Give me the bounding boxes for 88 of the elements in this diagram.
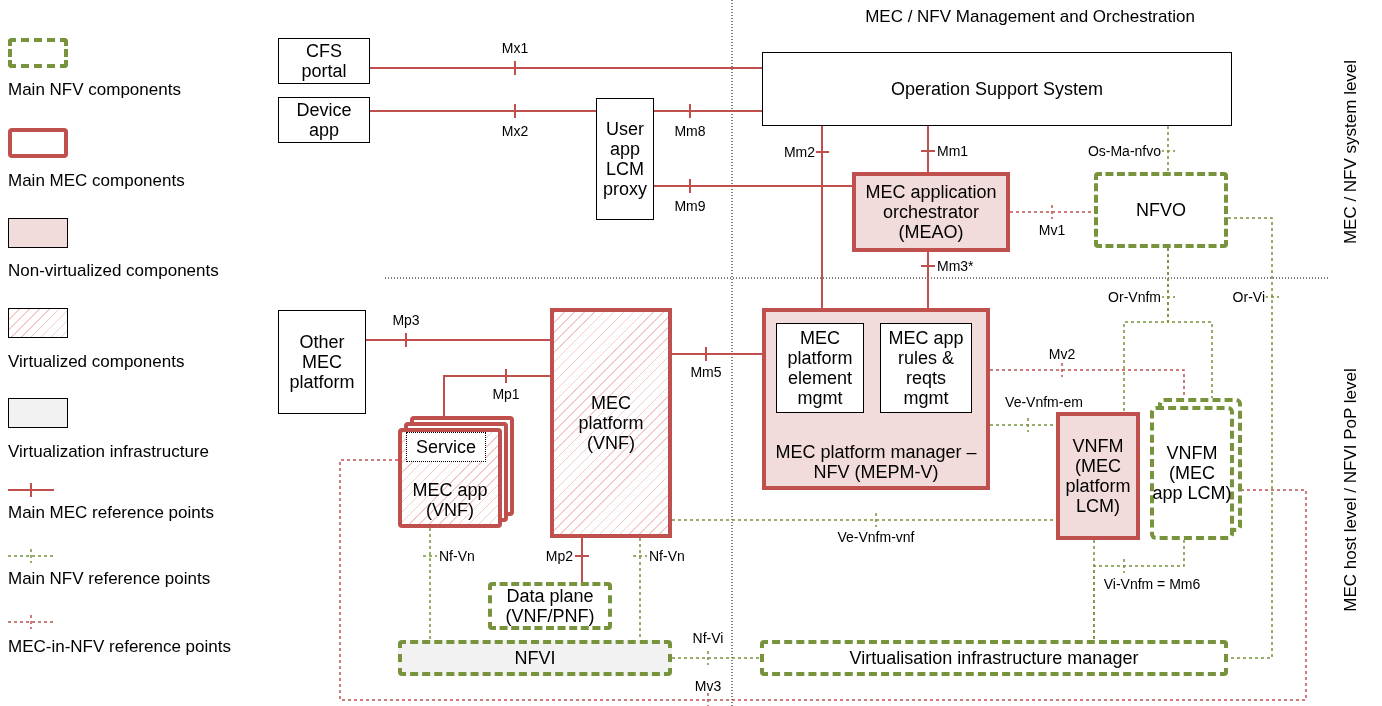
edge-label: Mm8 <box>673 124 707 138</box>
edge-label: Mp3 <box>391 313 421 327</box>
edge-label: Mx2 <box>500 124 530 138</box>
reference-point-line <box>574 537 590 583</box>
reference-point-line <box>671 346 763 362</box>
component-label: Operation Support System <box>890 78 1104 100</box>
component-label: Other MEC platform <box>288 331 356 393</box>
virtualized-component-box <box>550 308 672 538</box>
reference-point-line <box>422 527 438 641</box>
service-box <box>406 432 486 462</box>
section-heading: MEC / NFV Management and Orchestration <box>865 7 1195 25</box>
reference-point-line <box>1167 247 1213 399</box>
reference-point-line <box>920 251 936 309</box>
reference-point-line <box>653 103 763 119</box>
component-box <box>880 323 972 413</box>
edge-label: Nf-Vi <box>691 631 725 645</box>
edge-label: Mv1 <box>1037 223 1067 237</box>
component-label: Service <box>416 436 476 458</box>
component-label: MEC platform (VNF) <box>577 392 645 454</box>
component-label: Data plane (VNF/PNF) <box>504 585 596 627</box>
component-label: MEC application orchestrator (MEAO) <box>864 181 998 243</box>
reference-point-line <box>1093 539 1185 641</box>
edge-label: Mm3* <box>936 259 975 273</box>
nfv-component-box <box>760 640 1228 676</box>
edge-label: Mm5 <box>689 365 723 379</box>
level-label: MEC host level / NFVI PoP level <box>1341 368 1359 612</box>
edge-label: Mp2 <box>544 549 574 563</box>
nfv-component-box <box>1150 398 1242 540</box>
component-label: VNFM (MEC app LCM) <box>1152 442 1232 504</box>
edge-label: Mm9 <box>673 199 707 213</box>
component-label: MEC platform manager – NFV (MEPM-V) <box>774 441 978 482</box>
legend-text: Virtualized components <box>8 352 185 370</box>
component-label: CFS portal <box>300 40 348 82</box>
edge-label: Ve-Vnfm-em <box>1004 395 1084 409</box>
legend-text: Main MEC components <box>8 171 185 189</box>
reference-point-line <box>814 125 830 309</box>
edge-label: Vi-Vnfm = Mm6 <box>1102 577 1202 591</box>
edge-label: Ve-Vnfm-vnf <box>836 530 916 544</box>
legend-text: MEC-in-NFV reference points <box>8 637 231 655</box>
component-label: MEC app (VNF) <box>411 479 489 520</box>
reference-point-line <box>653 178 853 194</box>
edge-label: Mv2 <box>1047 347 1077 361</box>
component-box <box>762 52 1232 126</box>
legend-text: Main MEC reference points <box>8 503 214 521</box>
reference-point-line <box>1227 217 1280 659</box>
reference-point-line <box>1160 125 1176 173</box>
component-box <box>278 38 370 84</box>
reference-point-line <box>671 650 761 666</box>
component-box <box>278 310 366 414</box>
edge-label: Or-Vnfm <box>1107 290 1162 304</box>
component-label: NFVI <box>514 647 556 669</box>
mec-component-box <box>1056 412 1140 540</box>
reference-point-line <box>339 459 1307 706</box>
reference-point-line <box>369 103 597 119</box>
edge-label: Nf-Vn <box>438 549 476 563</box>
edge-label: Mx1 <box>500 41 530 55</box>
component-label: Virtualisation infrastructure manager <box>849 647 1139 669</box>
level-label: MEC / NFV system level <box>1341 59 1359 245</box>
component-label: User app LCM proxy <box>602 118 648 200</box>
edge-label: Mp1 <box>491 387 521 401</box>
nfv-component-box <box>488 582 612 630</box>
edge-label: Or-Vi <box>1231 290 1266 304</box>
mec-component-box <box>762 308 990 490</box>
nfv-component-box <box>1094 172 1228 248</box>
component-label: MEC platform element mgmt <box>786 327 854 409</box>
component-box <box>776 323 864 413</box>
legend-text: Main NFV components <box>8 80 181 98</box>
reference-point-line <box>920 125 936 173</box>
component-label: MEC app rules & reqts mgmt <box>887 327 965 409</box>
legend-text: Non-virtualized components <box>8 261 219 279</box>
edge-label: Mv3 <box>693 679 723 693</box>
component-box <box>596 98 654 220</box>
reference-point-line <box>443 368 551 417</box>
legend-text: Virtualization infrastructure <box>8 442 209 460</box>
component-label: VNFM (MEC platform LCM) <box>1064 435 1132 517</box>
mec-component-box <box>852 172 1010 252</box>
nfvi-box <box>398 640 672 676</box>
edge-label: Os-Ma-nfvo <box>1086 144 1162 158</box>
component-label: NFVO <box>1136 199 1186 221</box>
component-box <box>278 97 370 143</box>
reference-point-line <box>365 332 551 348</box>
legend-text: Main NFV reference points <box>8 569 211 587</box>
reference-point-line <box>369 60 763 76</box>
edge-label: Mm1 <box>936 144 970 158</box>
stacked-app-boxes <box>398 416 514 528</box>
edge-label: Nf-Vn <box>648 549 686 563</box>
component-label: Device app <box>295 99 353 141</box>
edge-label: Mm2 <box>782 145 816 159</box>
